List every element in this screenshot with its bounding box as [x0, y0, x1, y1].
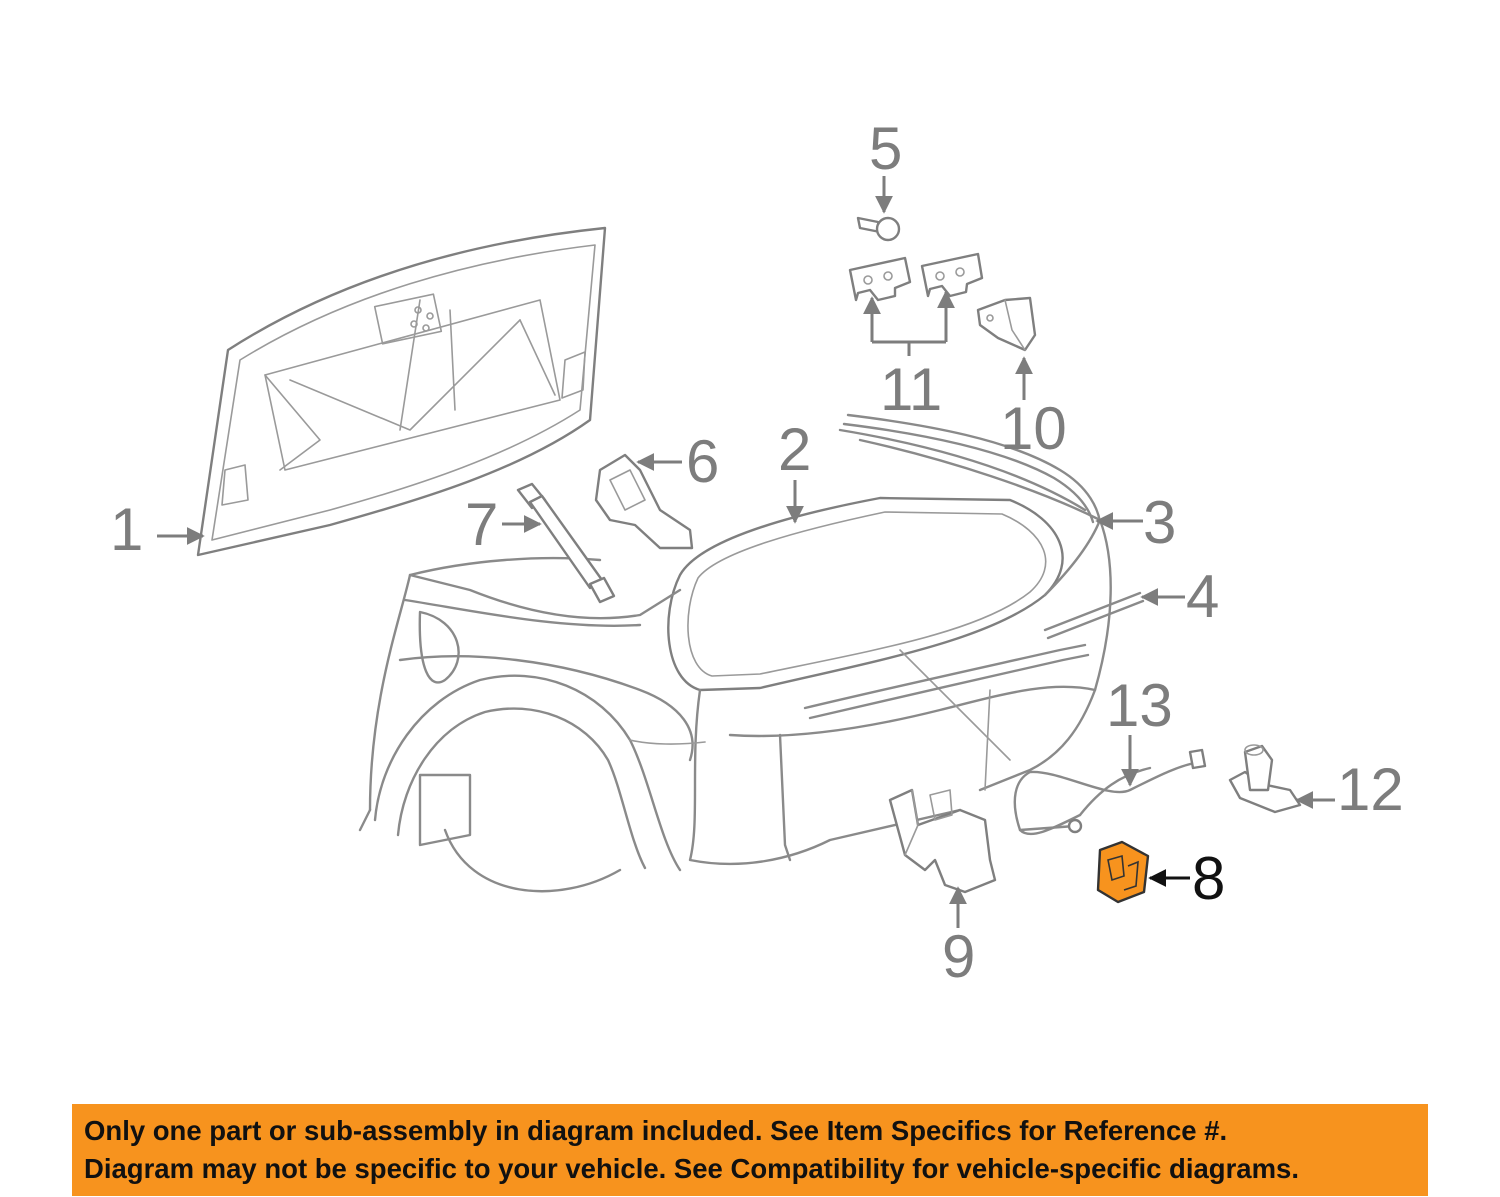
weatherstrip-part [667, 496, 1064, 692]
callout-13: 13 [1106, 672, 1173, 739]
hinge-part [594, 453, 694, 550]
bolt-part [856, 216, 901, 242]
bumper-stop-part [1228, 744, 1302, 814]
disclaimer-line-1: Only one part or sub-assembly in diagram… [84, 1115, 1228, 1146]
callout-9: 9 [942, 923, 975, 990]
release-cable-part [1013, 748, 1207, 836]
rear-body-structure [358, 428, 1112, 893]
callout-7: 7 [465, 491, 498, 558]
support-strut-part [516, 482, 616, 604]
callout-4: 4 [1186, 563, 1219, 630]
lower-molding-part [1043, 591, 1145, 640]
upper-molding-part [842, 413, 1102, 524]
callout-6: 6 [686, 428, 719, 495]
hinge-plate-right-part [920, 252, 984, 298]
callout-11: 11 [880, 356, 942, 423]
callout-2: 2 [778, 416, 811, 483]
callout-1: 1 [110, 496, 143, 563]
disclaimer-banner: Only one part or sub-assembly in diagram… [72, 1104, 1428, 1196]
callout-8: 8 [1192, 845, 1225, 912]
callout-arrows [157, 176, 1335, 928]
callout-12: 12 [1337, 756, 1404, 823]
latch-part-highlighted [1096, 840, 1150, 904]
disclaimer-line-2: Diagram may not be specific to your vehi… [84, 1153, 1299, 1184]
latch-bracket-part [888, 788, 997, 894]
striker-bracket-part [976, 296, 1037, 352]
deck-lid-part [196, 226, 607, 557]
hinge-plate-left-part [848, 256, 912, 302]
callout-5: 5 [869, 115, 902, 182]
callout-10: 10 [1000, 395, 1067, 462]
callout-3: 3 [1143, 489, 1176, 556]
